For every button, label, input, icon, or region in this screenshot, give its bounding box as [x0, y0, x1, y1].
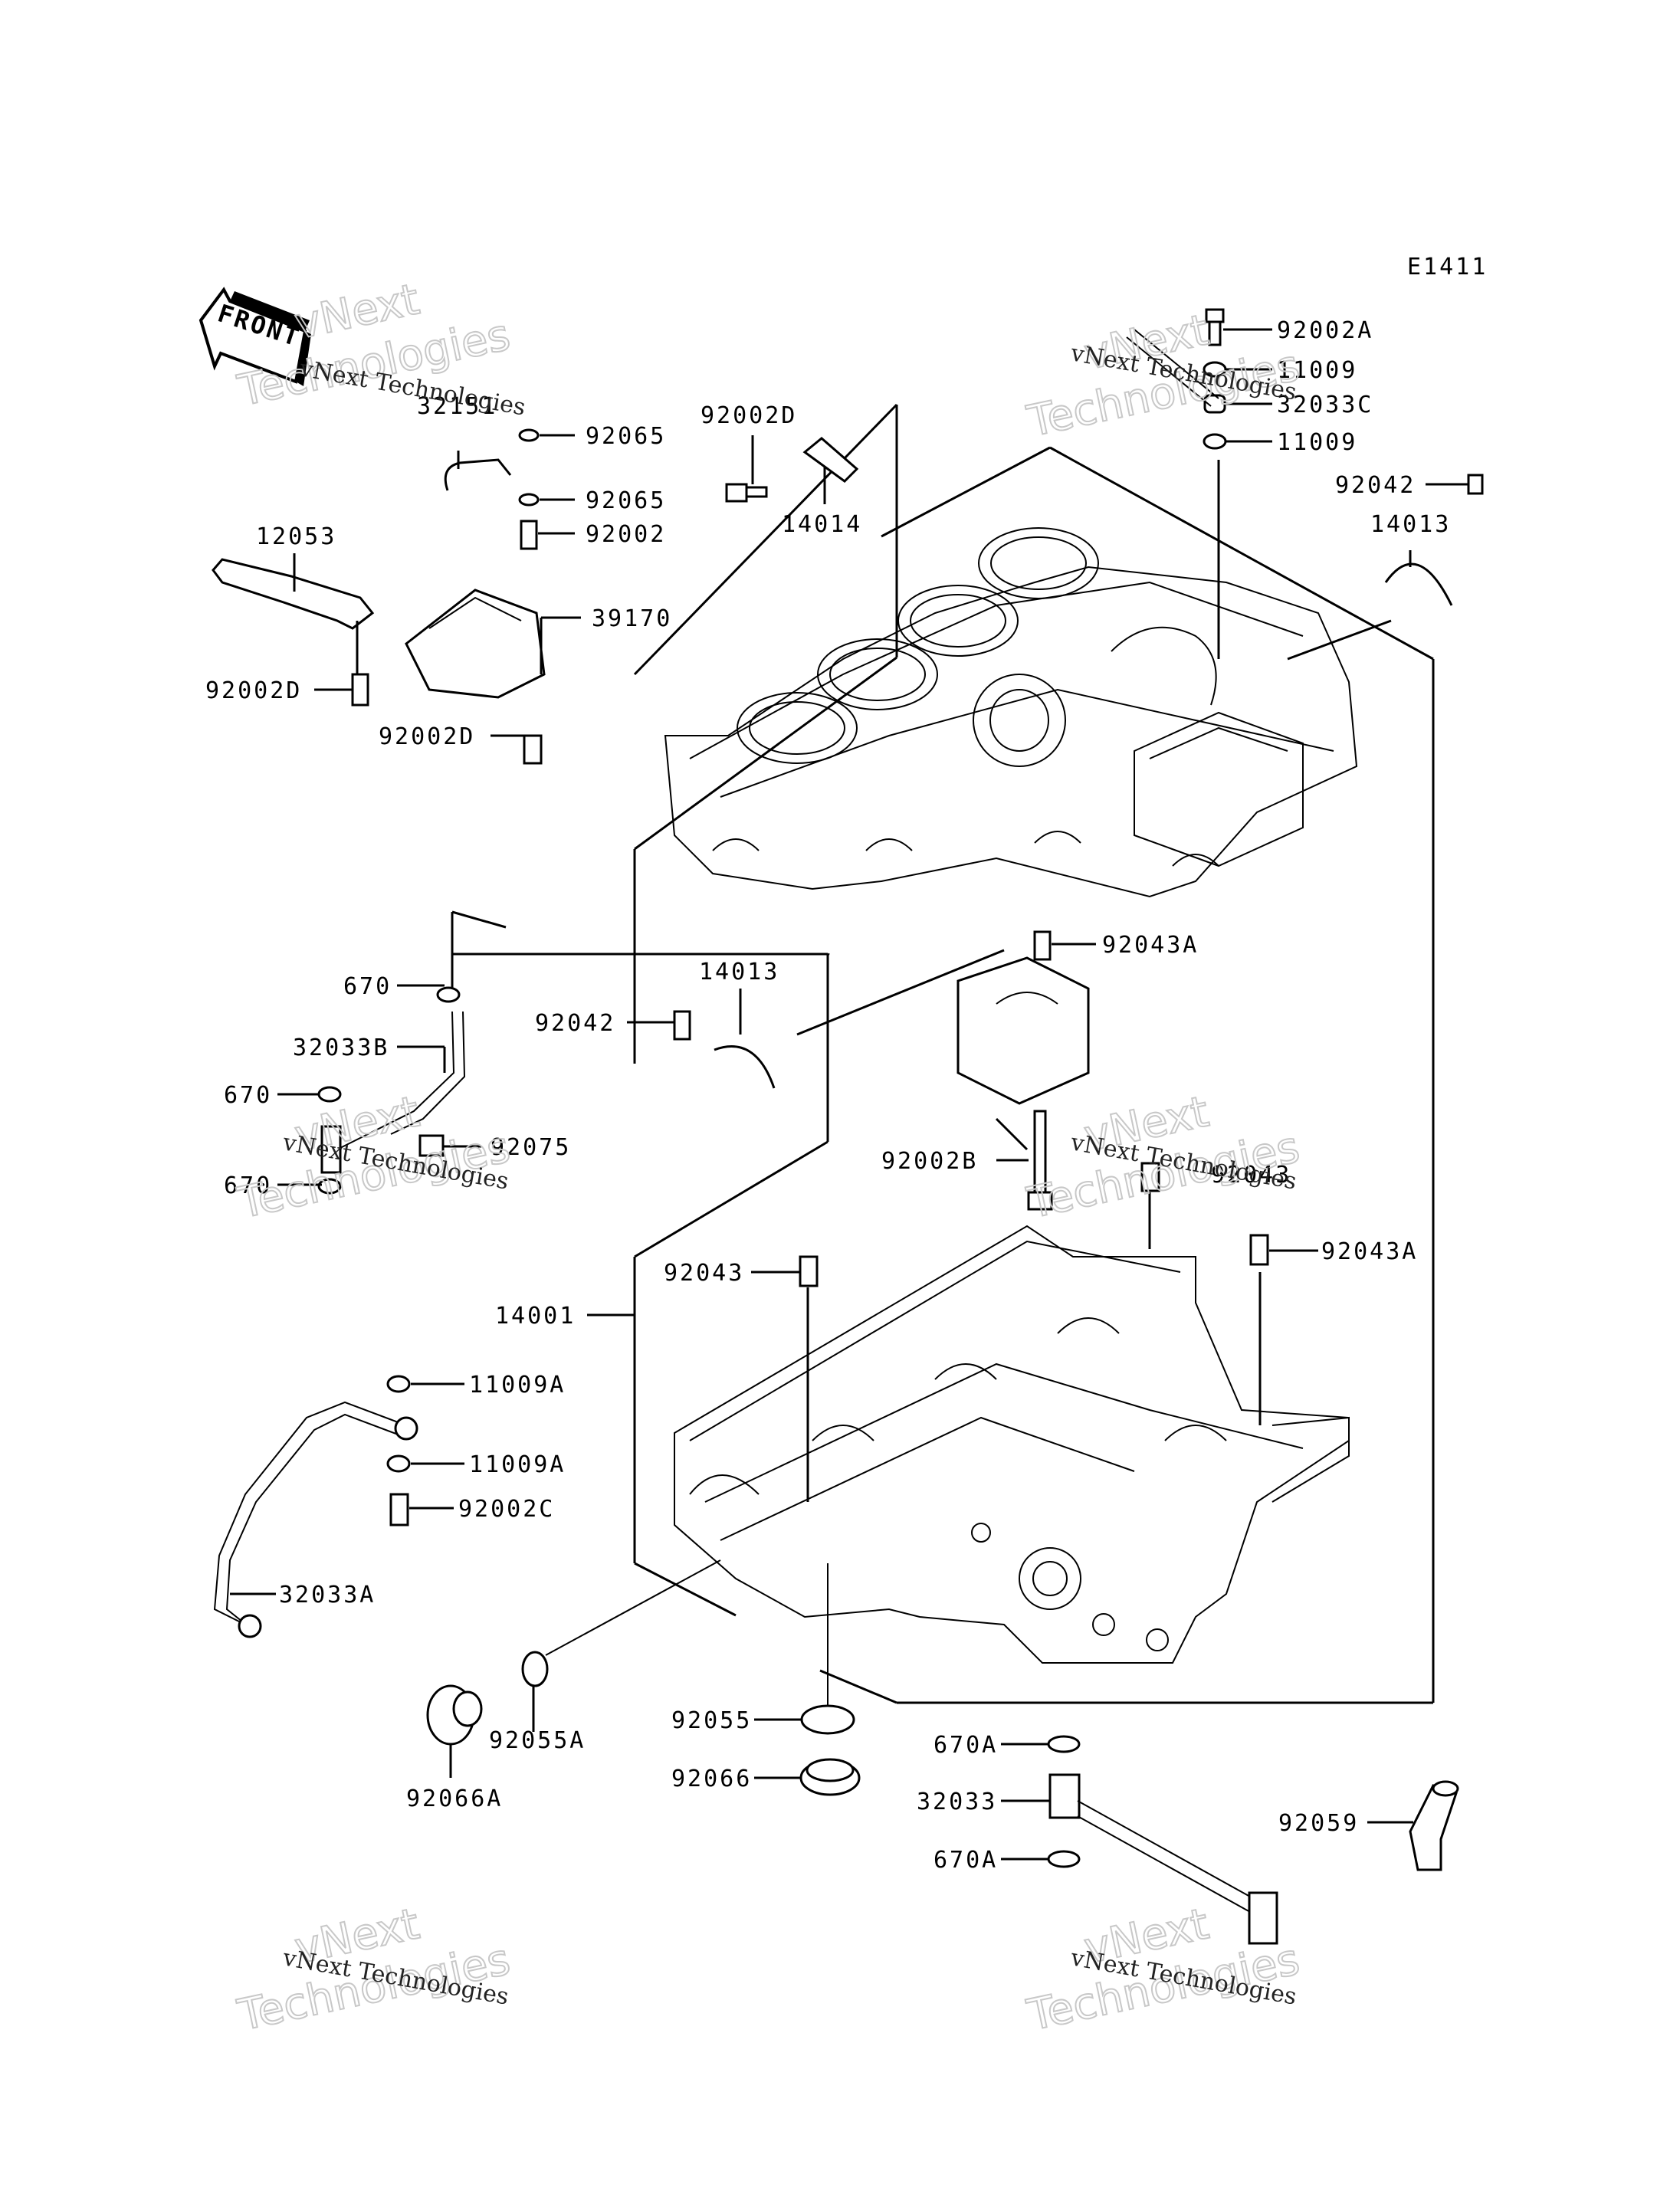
label-14013-right: 14013 [1370, 511, 1451, 538]
dowel-92043A-right [1249, 1234, 1269, 1266]
label-92002C: 92002C [458, 1496, 555, 1523]
label-11009: 11009 [1277, 429, 1357, 456]
leader-lines [230, 328, 1468, 1861]
label-92042-mid: 92042 [535, 1010, 615, 1037]
label-92043-right: 92043 [1211, 1162, 1291, 1189]
pipe-32033 [1048, 1773, 1278, 1945]
label-92055A: 92055A [489, 1727, 586, 1754]
oring-670-c [317, 1178, 342, 1195]
label-39170: 39170 [592, 605, 672, 632]
label-14013-mid: 14013 [699, 959, 779, 985]
label-32033: 32033 [917, 1789, 997, 1815]
label-670-c: 670 [224, 1172, 272, 1199]
bolt-92002D-left [351, 673, 369, 707]
oring-670-b [317, 1086, 342, 1103]
label-32033C: 32033C [1277, 392, 1373, 418]
label-92055: 92055 [671, 1707, 752, 1734]
label-92043A-top: 92043A [1102, 932, 1199, 959]
label-92065-a: 92065 [586, 423, 666, 450]
clip-32151 [444, 458, 512, 491]
label-32151: 32151 [417, 393, 497, 420]
bearing-14013-right [1384, 562, 1453, 606]
label-92043-left: 92043 [664, 1260, 744, 1287]
label-14014: 14014 [782, 511, 862, 538]
label-670-a: 670 [343, 973, 392, 1000]
fitting-32033B [320, 1125, 342, 1174]
washer-11009 [1203, 433, 1227, 450]
frame-lines [451, 403, 1435, 1704]
label-11009A-b: 11009A [469, 1451, 566, 1478]
washer-11009-top [1203, 361, 1227, 378]
label-92002B: 92002B [881, 1148, 978, 1175]
oring-670A-a [1047, 1735, 1081, 1753]
label-92043A-right: 92043A [1321, 1238, 1418, 1265]
oring-92055A [521, 1651, 549, 1687]
bolt-92002A [1205, 308, 1225, 346]
seal-92055 [800, 1704, 855, 1735]
dowel-92043-right [1140, 1162, 1160, 1192]
oil-pipe-32033C [1126, 336, 1212, 407]
label-92002D-mid: 92002D [379, 723, 475, 750]
plug-92066A [426, 1684, 483, 1746]
label-670-b: 670 [224, 1082, 272, 1109]
part-39170 [405, 589, 546, 699]
diagram-code: E1411 [1407, 254, 1488, 280]
pipe-32033A [213, 1401, 407, 1625]
cap-92066 [799, 1758, 861, 1796]
oring-670A-b [1047, 1850, 1081, 1868]
bolt-92002D-mid [523, 734, 543, 765]
bearing-cap [956, 956, 1090, 1105]
bolt-92002C [389, 1493, 409, 1526]
oring-670-a [436, 986, 461, 1003]
label-14001: 14001 [495, 1303, 576, 1330]
fitting-92059 [1409, 1780, 1459, 1871]
label-11009A-a: 11009A [469, 1372, 566, 1399]
bolt-92002 [520, 520, 538, 550]
pipe-32033B [336, 1011, 455, 1150]
label-92002A: 92002A [1277, 317, 1373, 344]
nut-92065-b [518, 493, 540, 507]
label-92002D-top: 92002D [701, 402, 797, 429]
label-12053: 12053 [256, 523, 336, 550]
nut-11009A-a [386, 1375, 411, 1393]
label-32033A: 32033A [279, 1582, 376, 1608]
label-32033B: 32033B [293, 1035, 389, 1061]
label-92075: 92075 [491, 1134, 571, 1161]
label-670A-a: 670A [934, 1732, 998, 1759]
nut-11009A-b [386, 1454, 411, 1473]
dowel-92042-right [1467, 474, 1484, 495]
label-92042-right: 92042 [1335, 472, 1416, 499]
dowel-92043A-top [1033, 930, 1052, 961]
lower-crankcase [674, 1225, 1350, 1664]
bearing-14013-mid [714, 1045, 776, 1089]
nut-92065-a [518, 428, 540, 442]
bracket-14014 [802, 437, 859, 483]
upper-crankcase [633, 527, 1358, 1064]
label-92059: 92059 [1278, 1810, 1359, 1837]
label-92002: 92002 [586, 521, 666, 548]
dowel-92042-mid [673, 1010, 691, 1041]
label-92066A: 92066A [406, 1785, 503, 1812]
guide-12053 [212, 558, 375, 630]
dowel-92043-left [799, 1255, 819, 1287]
label-92065-b: 92065 [586, 487, 666, 514]
part-labels: 92002A 11009 32033C 11009 92042 14013 92… [205, 317, 1451, 1874]
label-670A-b: 670A [934, 1847, 998, 1874]
label-92066: 92066 [671, 1766, 752, 1792]
bolt-92002D-top [725, 483, 768, 503]
label-92002D-left: 92002D [205, 677, 302, 704]
label-11009-top: 11009 [1277, 357, 1357, 384]
